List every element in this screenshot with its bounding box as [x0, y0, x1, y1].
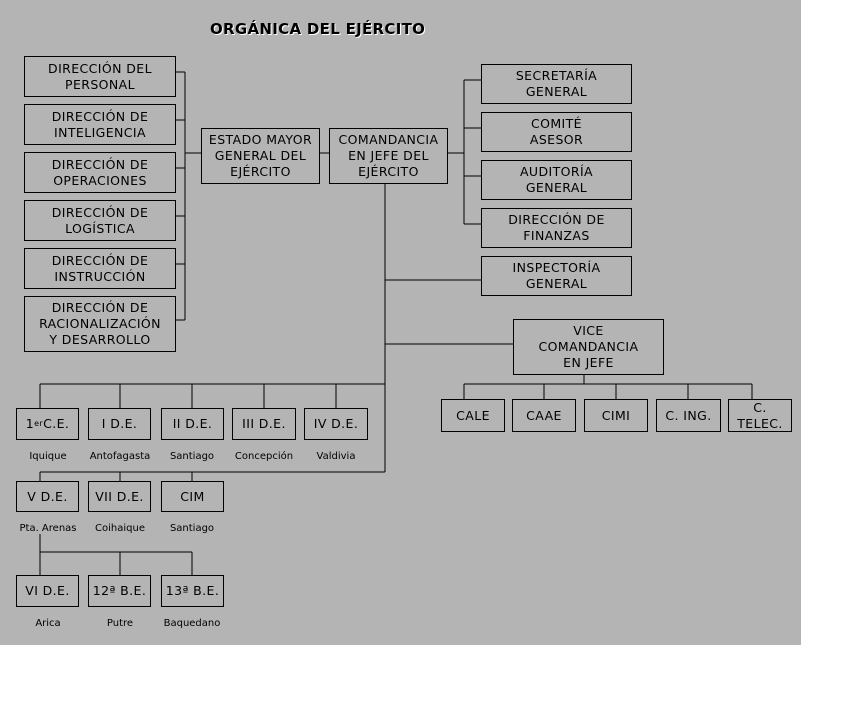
- box-v-de: V D.E.: [16, 481, 79, 512]
- city-label: Coihaique: [95, 523, 145, 534]
- city-label: Baquedano: [163, 618, 221, 629]
- box-direccion-inteligencia: DIRECCIÓN DE INTELIGENCIA: [24, 104, 176, 145]
- city-label: Concepción: [234, 451, 294, 462]
- city-label: Santiago: [169, 451, 215, 462]
- box-inspectoria-general: INSPECTORÍA GENERAL: [481, 256, 632, 296]
- box-1-ce-rest: C.E.: [43, 416, 70, 431]
- box-1-ce-sup: er: [34, 419, 44, 428]
- box-vii-de: VII D.E.: [88, 481, 151, 512]
- city-label: Santiago: [169, 523, 215, 534]
- box-auditoria-general: AUDITORÍA GENERAL: [481, 160, 632, 200]
- box-vi-de: VI D.E.: [16, 575, 79, 607]
- box-cimi: CIMI: [584, 399, 648, 432]
- city-label: Arica: [35, 618, 61, 629]
- org-chart-canvas: ORGÁNICA DEL EJÉRCITO DIRECCIÓN DEL PERS…: [0, 0, 801, 645]
- box-cale: CALE: [441, 399, 505, 432]
- box-direccion-operaciones: DIRECCIÓN DE OPERACIONES: [24, 152, 176, 193]
- city-label: Iquique: [29, 451, 67, 462]
- box-direccion-personal: DIRECCIÓN DEL PERSONAL: [24, 56, 176, 97]
- box-direccion-finanzas: DIRECCIÓN DE FINANZAS: [481, 208, 632, 248]
- box-comite-asesor: COMITÉ ASESOR: [481, 112, 632, 152]
- box-iv-de: IV D.E.: [304, 408, 368, 440]
- city-label: Putre: [106, 618, 134, 629]
- box-12-be: 12ª B.E.: [88, 575, 151, 607]
- box-vice-comandancia: VICE COMANDANCIA EN JEFE: [513, 319, 664, 375]
- box-direccion-logistica: DIRECCIÓN DE LOGÍSTICA: [24, 200, 176, 241]
- box-direccion-instruccion: DIRECCIÓN DE INSTRUCCIÓN: [24, 248, 176, 289]
- box-iii-de: III D.E.: [232, 408, 296, 440]
- city-label: Valdivia: [316, 451, 356, 462]
- box-cim: CIM: [161, 481, 224, 512]
- box-estado-mayor: ESTADO MAYOR GENERAL DEL EJÉRCITO: [201, 128, 320, 184]
- box-caae: CAAE: [512, 399, 576, 432]
- box-ii-de: II D.E.: [161, 408, 224, 440]
- box-secretaria-general: SECRETARÍA GENERAL: [481, 64, 632, 104]
- chart-title: ORGÁNICA DEL EJÉRCITO: [210, 20, 426, 38]
- box-direccion-racionalizacion: DIRECCIÓN DE RACIONALIZACIÓN Y DESARROLL…: [24, 296, 176, 352]
- city-label: Pta. Arenas: [19, 523, 77, 534]
- box-comandancia: COMANDANCIA EN JEFE DEL EJÉRCITO: [329, 128, 448, 184]
- city-label: Antofagasta: [89, 451, 151, 462]
- box-13-be: 13ª B.E.: [161, 575, 224, 607]
- box-c-telec: C. TELEC.: [728, 399, 792, 432]
- connector-lines: [39, 71, 753, 575]
- box-i-de: I D.E.: [88, 408, 151, 440]
- box-c-ing: C. ING.: [656, 399, 721, 432]
- box-1-ce-num: 1: [25, 416, 35, 431]
